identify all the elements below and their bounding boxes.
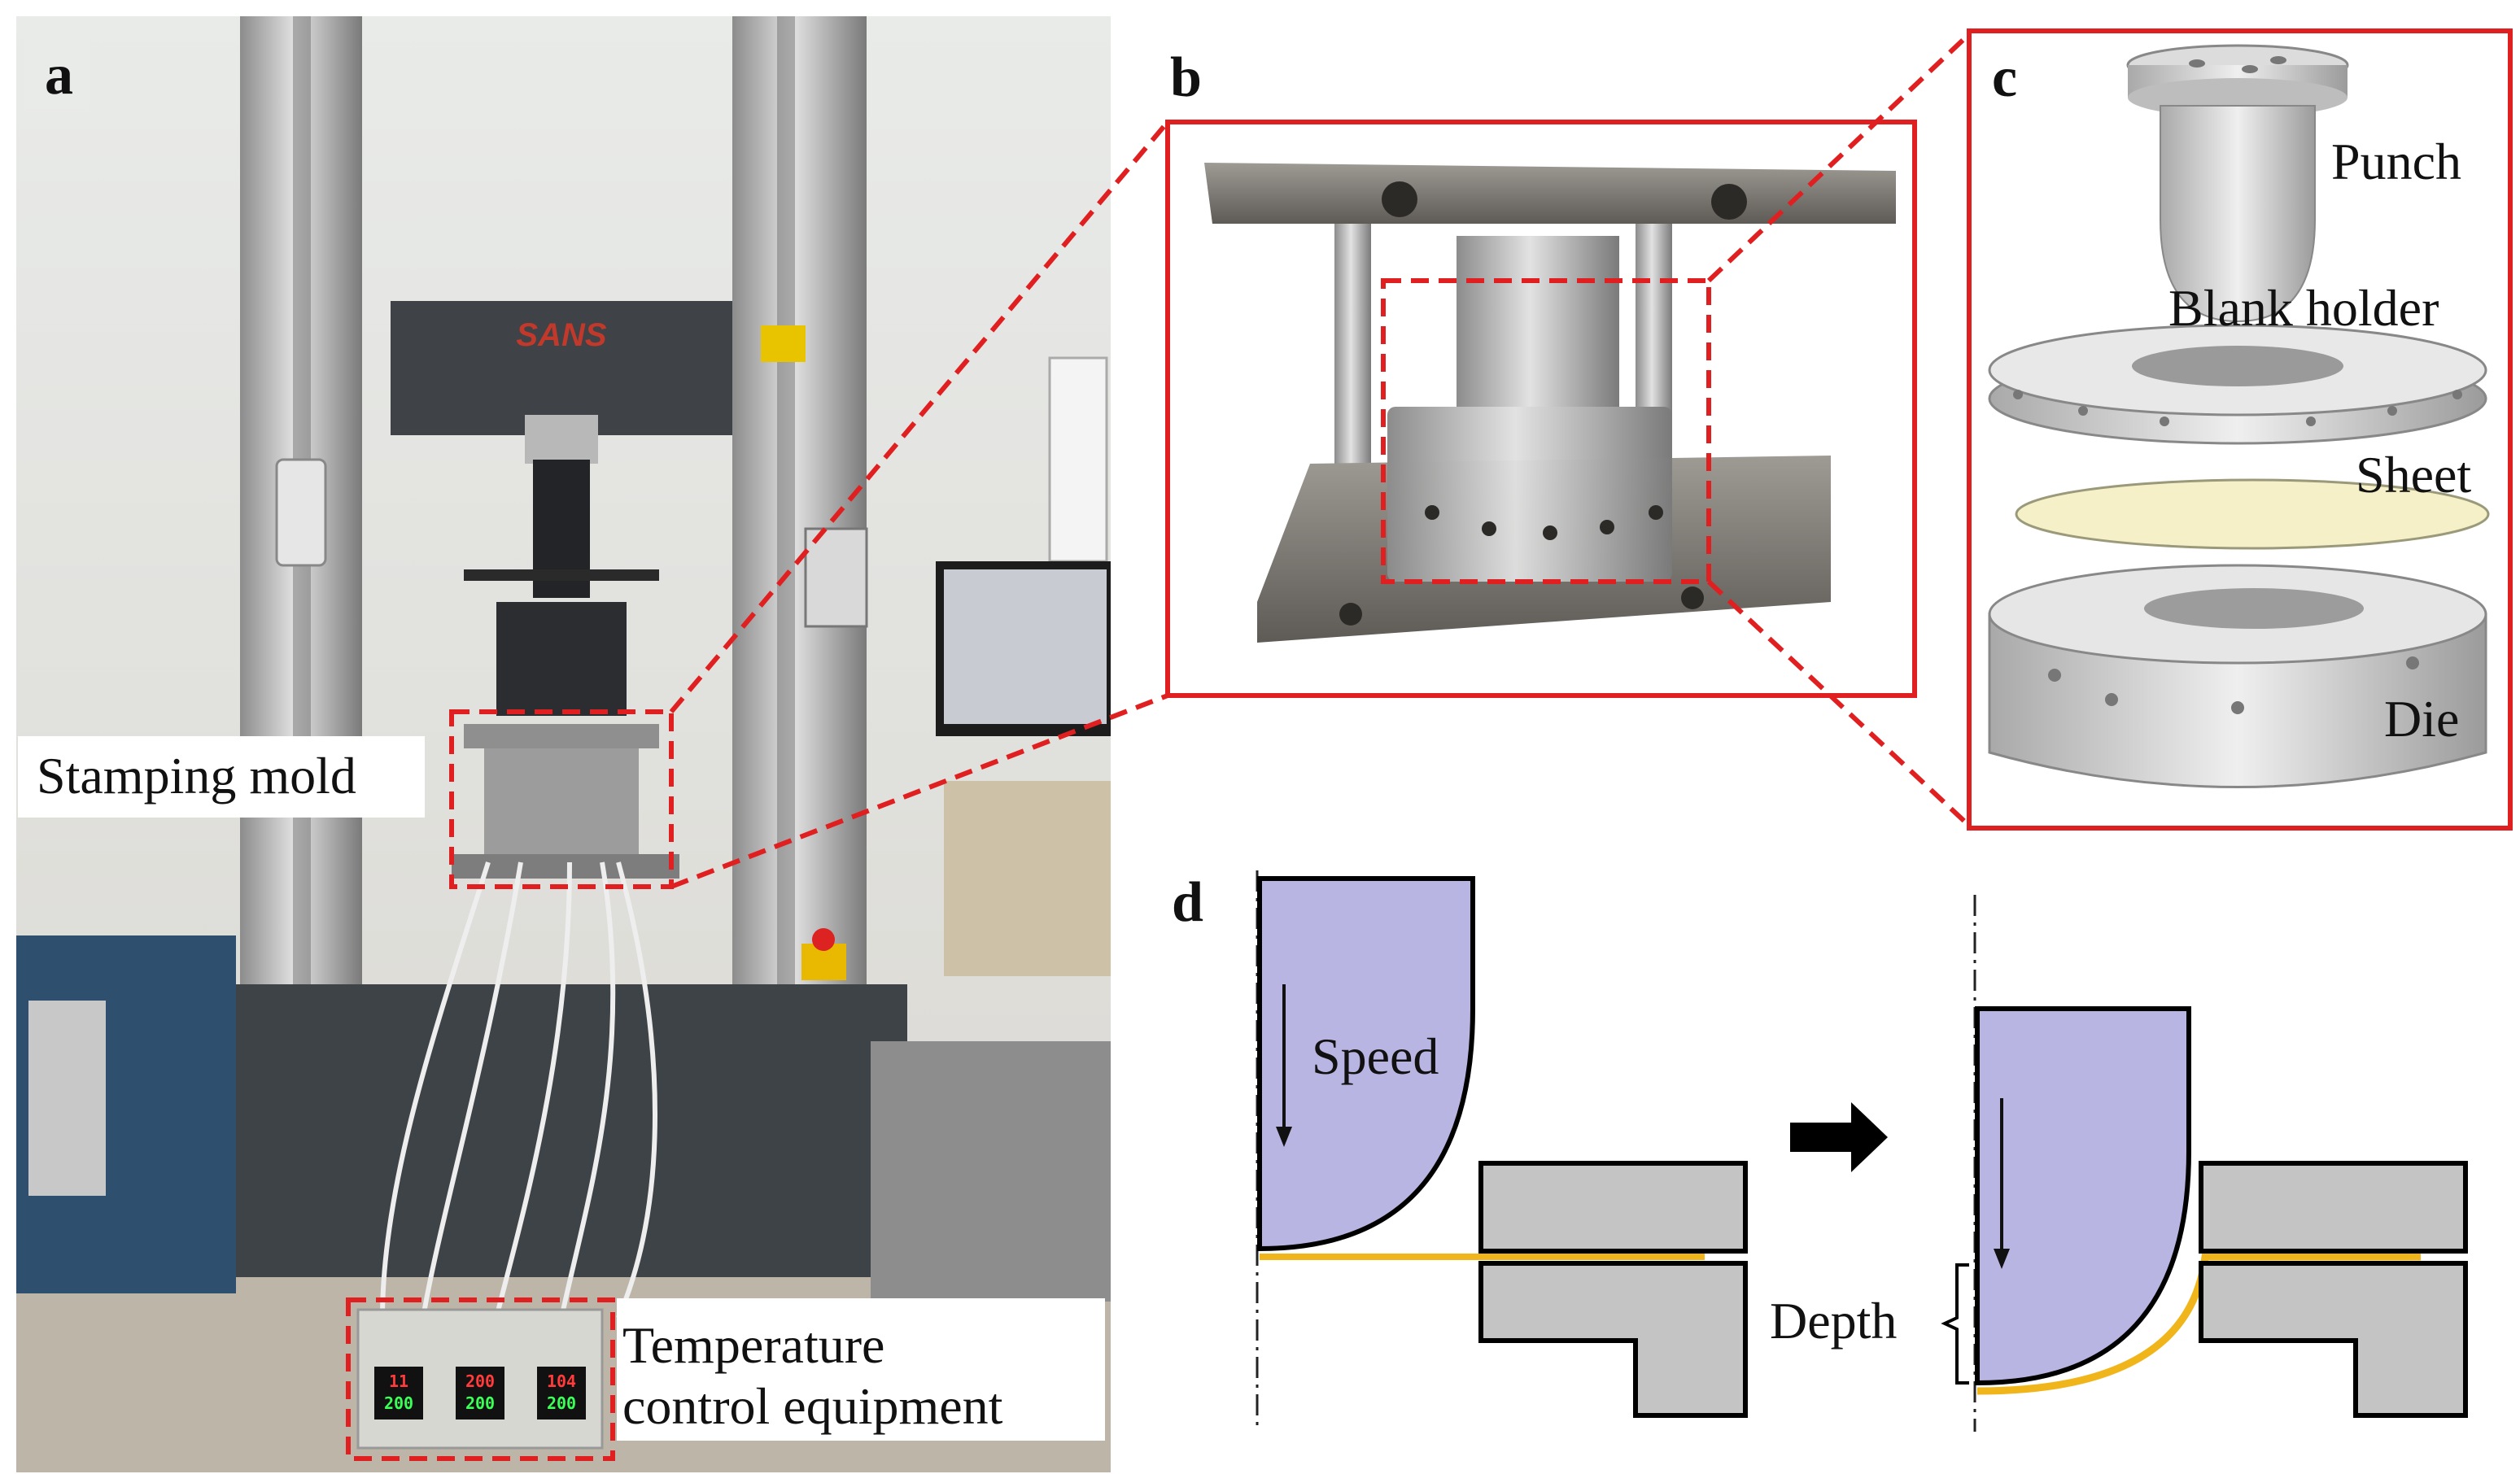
sheet-label: Sheet bbox=[2356, 446, 2471, 504]
crosshead-brand: SANS bbox=[516, 317, 606, 353]
blank-holder-label: Blank holder bbox=[2168, 279, 2439, 337]
temperature-label-line1: Temperature bbox=[622, 1316, 884, 1374]
die-part bbox=[1988, 564, 2487, 788]
depth-label: Depth bbox=[1770, 1292, 1897, 1350]
zoom-line-b-to-c-bottom bbox=[1706, 579, 1972, 828]
transition-arrow bbox=[1790, 1102, 1888, 1172]
grip-handle bbox=[464, 569, 659, 581]
blank-holder-initial bbox=[1478, 1161, 1748, 1254]
speed-arrow-head bbox=[1276, 1127, 1292, 1147]
mold-body bbox=[484, 748, 639, 854]
base-plate-hole-left bbox=[1339, 603, 1362, 626]
panel-a-letter: a bbox=[45, 44, 73, 107]
crosshead bbox=[391, 301, 732, 435]
sheet-part bbox=[2015, 478, 2490, 550]
panel-a-letter-box bbox=[24, 33, 90, 114]
stage-formed: Depth bbox=[1770, 895, 2468, 1432]
panel-b: b bbox=[1165, 46, 1917, 698]
die-formed bbox=[2199, 1261, 2468, 1418]
die-front-holes bbox=[1425, 505, 1663, 540]
temperature-label-line2: control equipment bbox=[622, 1377, 1003, 1435]
die-label: Die bbox=[2384, 690, 2459, 748]
zoom-line-a-to-b-top bbox=[669, 120, 1170, 713]
controller-display-2 bbox=[456, 1367, 504, 1419]
depth-bracket bbox=[1941, 1263, 1969, 1385]
controller-1-sv: 200 bbox=[384, 1393, 413, 1413]
emergency-stop-button bbox=[812, 928, 835, 951]
base-plate-hole-right bbox=[1681, 587, 1704, 609]
temperature-label-box bbox=[617, 1298, 1105, 1441]
controller-display-3 bbox=[537, 1367, 586, 1419]
handheld-controller bbox=[275, 458, 327, 567]
load-cell bbox=[525, 415, 598, 464]
controller-display-1 bbox=[374, 1367, 423, 1419]
blank-holder-formed bbox=[2199, 1161, 2468, 1254]
punch-formed bbox=[1975, 1006, 2191, 1386]
panel-d: d Speed bbox=[1172, 870, 2468, 1432]
stamping-mold-label-box bbox=[18, 736, 425, 818]
panel-b-letter: b bbox=[1170, 46, 1202, 109]
steel-box bbox=[871, 1041, 1111, 1302]
stamping-mold-callout-box bbox=[449, 709, 674, 889]
controller-3-sv: 200 bbox=[547, 1393, 576, 1413]
panel-d-letter: d bbox=[1172, 871, 1203, 934]
monitor-screen bbox=[944, 569, 1107, 724]
mold-top-plate bbox=[464, 724, 659, 748]
lower-grip bbox=[496, 602, 627, 716]
thermocouple-wires bbox=[380, 861, 657, 1319]
panel-a: SANS 11 200 bbox=[16, 16, 1111, 1472]
blank-holder-part bbox=[1988, 324, 2487, 445]
panel-c-letter: c bbox=[1992, 46, 2017, 109]
machine-right-column bbox=[732, 16, 867, 992]
right-rail bbox=[777, 16, 795, 992]
punch-label: Punch bbox=[2331, 133, 2461, 190]
controller-2-sv: 200 bbox=[465, 1393, 495, 1413]
temperature-equipment-callout-box bbox=[346, 1297, 615, 1461]
punch-initial bbox=[1257, 876, 1475, 1252]
temperature-controller-displays: 11 200 200 200 104 200 bbox=[374, 1367, 586, 1419]
left-power-unit-panel bbox=[28, 1001, 106, 1196]
panel-b-die-callout-box bbox=[1381, 278, 1711, 584]
punch-part bbox=[2126, 44, 2349, 323]
remote-control-box bbox=[804, 527, 868, 628]
speed-label: Speed bbox=[1312, 1027, 1439, 1085]
guide-post-left bbox=[1334, 224, 1371, 492]
depth-arrow-head bbox=[1994, 1249, 2010, 1269]
zoom-line-a-to-b-bottom bbox=[670, 693, 1169, 889]
zoom-line-b-to-c-top bbox=[1706, 32, 1972, 283]
stamping-mold-label: Stamping mold bbox=[37, 747, 356, 805]
top-plate-hole-left bbox=[1382, 181, 1417, 217]
wall-board bbox=[1048, 356, 1108, 563]
mold-base-plate bbox=[452, 854, 679, 879]
desk bbox=[944, 781, 1111, 976]
controller-1-pv: 11 bbox=[389, 1372, 408, 1391]
punch-column bbox=[1457, 236, 1619, 423]
warning-sticker bbox=[761, 325, 806, 362]
die-initial bbox=[1478, 1261, 1748, 1418]
mold-photo-top-plate bbox=[1204, 163, 1896, 224]
die-cylinder-front bbox=[1387, 447, 1672, 582]
stage-initial: Speed bbox=[1256, 870, 1748, 1432]
panel-c: c Punch Blank holder Sheet bbox=[1967, 28, 2513, 831]
controller-2-pv: 200 bbox=[465, 1372, 495, 1391]
top-plate-hole-right bbox=[1711, 184, 1747, 220]
controller-3-pv: 104 bbox=[547, 1372, 576, 1391]
